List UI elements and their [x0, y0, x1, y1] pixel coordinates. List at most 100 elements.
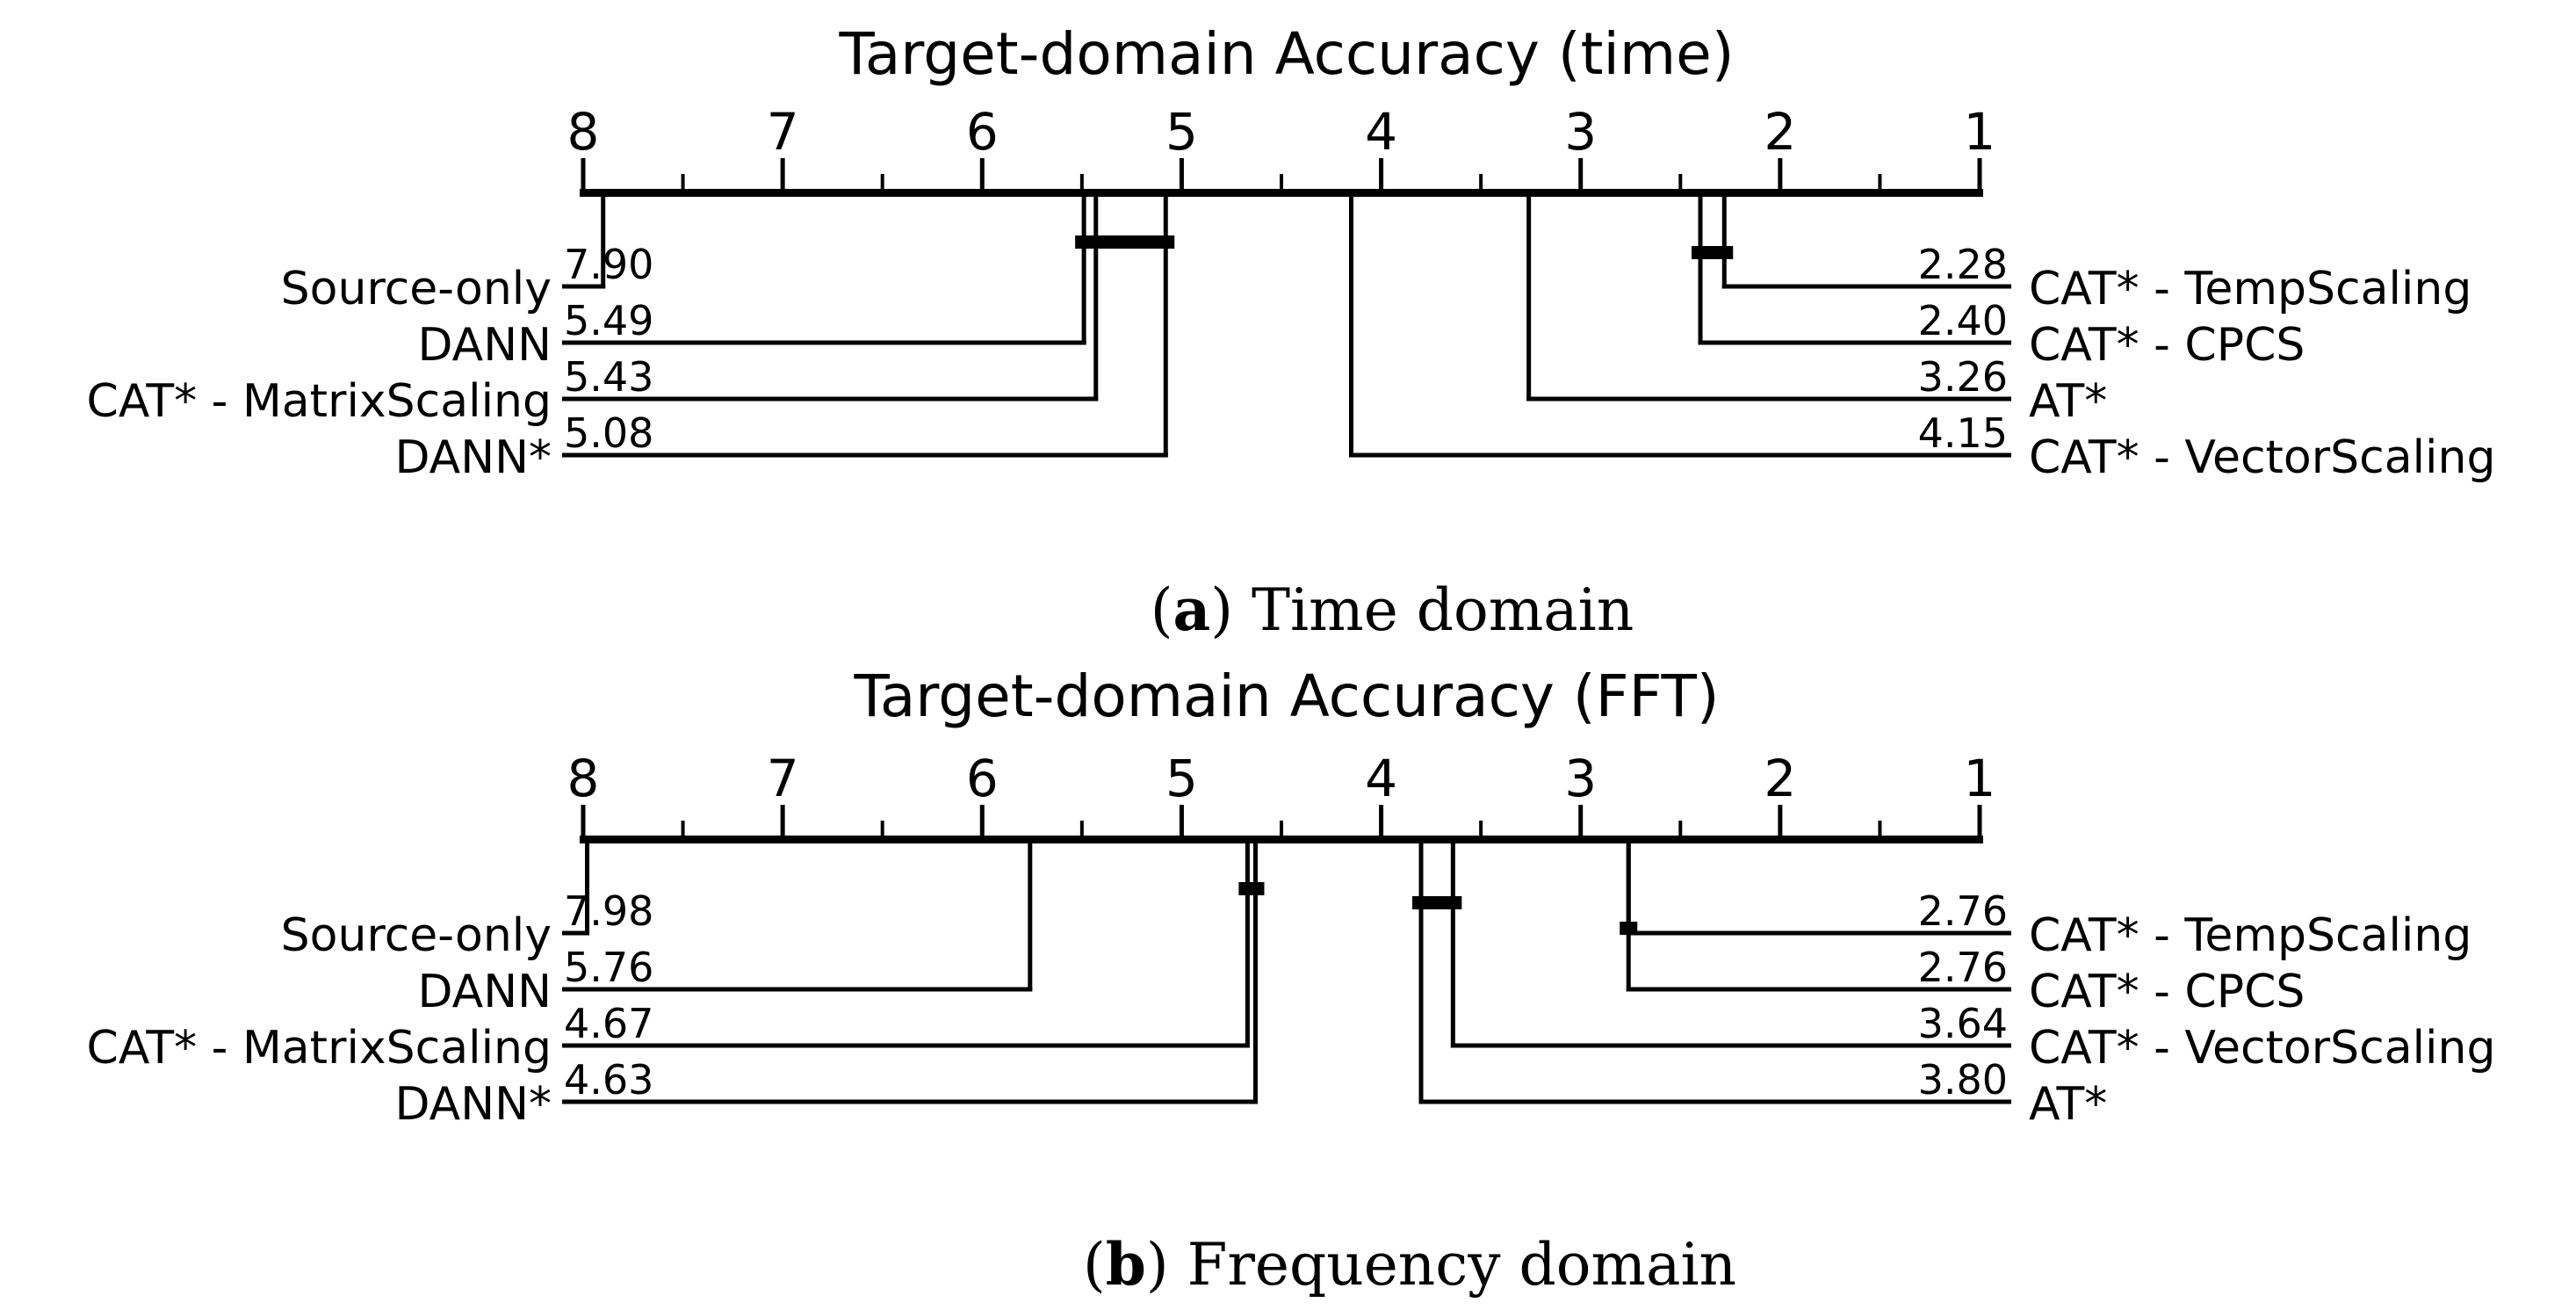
- method-line-vertical: [1349, 195, 1353, 458]
- axis-minor-tick: [1878, 821, 1882, 842]
- axis-minor-tick: [1280, 174, 1283, 195]
- method-label: DANN*: [395, 431, 552, 484]
- rank-value: 7.98: [564, 887, 653, 935]
- method-line-horizontal: [1450, 1043, 2011, 1048]
- method-line-horizontal: [1526, 396, 2011, 402]
- axis-minor-tick: [880, 821, 884, 842]
- method-line-vertical: [1626, 842, 1631, 992]
- clique-bar: [1692, 246, 1734, 259]
- method-line-vertical: [601, 195, 606, 289]
- method-label: CAT* - VectorScaling: [2029, 1022, 2495, 1075]
- caption-a-rest: ) Time domain: [1210, 576, 1634, 644]
- method-line-horizontal: [562, 987, 1033, 992]
- axis-tick-label: 8: [567, 102, 600, 162]
- axis-major-tick: [979, 805, 985, 842]
- caption-b-open: (: [1082, 1231, 1106, 1299]
- method-label: CAT* - MatrixScaling: [87, 375, 552, 428]
- chart-title: Target-domain Accuracy (FFT): [853, 662, 1719, 730]
- rank-value: 5.49: [564, 297, 653, 344]
- clique-bar: [1238, 882, 1265, 895]
- caption-b: (b) Frequency domain: [1083, 1230, 1736, 1299]
- axis-tick-label: 1: [1964, 102, 1996, 162]
- method-line-vertical: [1252, 842, 1258, 1104]
- axis-tick-label: 2: [1764, 102, 1796, 162]
- method-line-horizontal: [1626, 987, 2011, 992]
- axis-major-tick: [1379, 158, 1384, 195]
- clique-bar: [1075, 235, 1175, 249]
- axis-minor-tick: [681, 821, 685, 842]
- method-line-vertical: [585, 842, 590, 936]
- rank-value: 4.67: [564, 1000, 653, 1047]
- axis-minor-tick: [1079, 174, 1084, 195]
- method-line-horizontal: [562, 340, 1086, 345]
- method-label: CAT* - CPCS: [2029, 966, 2305, 1018]
- method-label: AT*: [2029, 375, 2107, 428]
- axis-tick-label: 7: [767, 102, 799, 162]
- axis-tick-label: 3: [1564, 749, 1597, 808]
- method-line-horizontal: [1721, 284, 2011, 289]
- method-line-vertical: [1093, 195, 1099, 402]
- method-label: Source-only: [281, 263, 552, 315]
- caption-a-open: (: [1150, 576, 1173, 644]
- rank-value: 3.26: [1918, 353, 2008, 401]
- axis-major-tick: [1578, 805, 1584, 842]
- caption-b-letter: b: [1105, 1230, 1146, 1299]
- method-line-horizontal: [1698, 340, 2011, 345]
- axis-tick-label: 4: [1365, 749, 1397, 808]
- axis-major-tick: [1578, 158, 1584, 195]
- method-line-horizontal: [562, 1043, 1250, 1048]
- method-label: CAT* - TempScaling: [2029, 909, 2471, 962]
- method-line-vertical: [1245, 842, 1250, 1048]
- caption-a: (a) Time domain: [1151, 575, 1634, 644]
- axis-major-tick: [1379, 805, 1384, 842]
- method-line-horizontal: [562, 930, 590, 936]
- axis-minor-tick: [880, 174, 884, 195]
- caption-b-rest: ) Frequency domain: [1145, 1231, 1737, 1299]
- chart-title: Target-domain Accuracy (time): [838, 20, 1734, 88]
- method-label: DANN*: [395, 1078, 552, 1131]
- method-line-horizontal: [562, 1099, 1258, 1104]
- axis-major-tick: [979, 158, 985, 195]
- axis-tick-label: 6: [966, 749, 999, 808]
- method-line-vertical: [1163, 195, 1168, 458]
- method-line-vertical: [1028, 842, 1033, 992]
- method-line-vertical: [1418, 842, 1424, 1104]
- rank-value: 2.40: [1918, 297, 2008, 344]
- axis-major-tick: [581, 158, 586, 195]
- method-line-horizontal: [562, 396, 1099, 402]
- rank-value: 2.76: [1918, 944, 2008, 991]
- axis-minor-tick: [1678, 174, 1683, 195]
- method-line-vertical: [1081, 195, 1086, 345]
- axis-minor-tick: [681, 174, 685, 195]
- rank-value: 4.63: [564, 1056, 653, 1104]
- axis-major-tick: [1977, 158, 1982, 195]
- method-line-vertical: [1721, 195, 1727, 289]
- axis-minor-tick: [1479, 174, 1483, 195]
- axis-major-tick: [1179, 158, 1184, 195]
- method-label: CAT* - CPCS: [2029, 319, 2305, 372]
- method-label: CAT* - TempScaling: [2029, 263, 2471, 315]
- axis-tick-label: 1: [1964, 749, 1996, 808]
- method-label: AT*: [2029, 1078, 2107, 1131]
- method-line-vertical: [1526, 195, 1532, 402]
- rank-value: 3.64: [1918, 1000, 2008, 1047]
- axis-minor-tick: [1479, 821, 1483, 842]
- axis-tick-label: 3: [1564, 102, 1597, 162]
- method-label: CAT* - MatrixScaling: [87, 1022, 552, 1075]
- axis-minor-tick: [1280, 821, 1283, 842]
- method-line-vertical: [1450, 842, 1455, 1048]
- clique-bar: [1412, 896, 1462, 909]
- method-line-horizontal: [1349, 452, 2011, 458]
- caption-a-letter: a: [1173, 575, 1211, 644]
- method-line-horizontal: [562, 452, 1168, 458]
- axis-minor-tick: [1678, 821, 1683, 842]
- axis-minor-tick: [1878, 174, 1882, 195]
- axis-tick-label: 4: [1365, 102, 1397, 162]
- rank-value: 2.28: [1918, 241, 2008, 288]
- rank-value: 4.15: [1918, 409, 2008, 457]
- axis-minor-tick: [1079, 821, 1084, 842]
- method-label: DANN: [418, 319, 552, 372]
- axis-major-tick: [780, 158, 785, 195]
- axis-tick-label: 5: [1165, 749, 1198, 808]
- rank-value: 7.90: [564, 241, 653, 288]
